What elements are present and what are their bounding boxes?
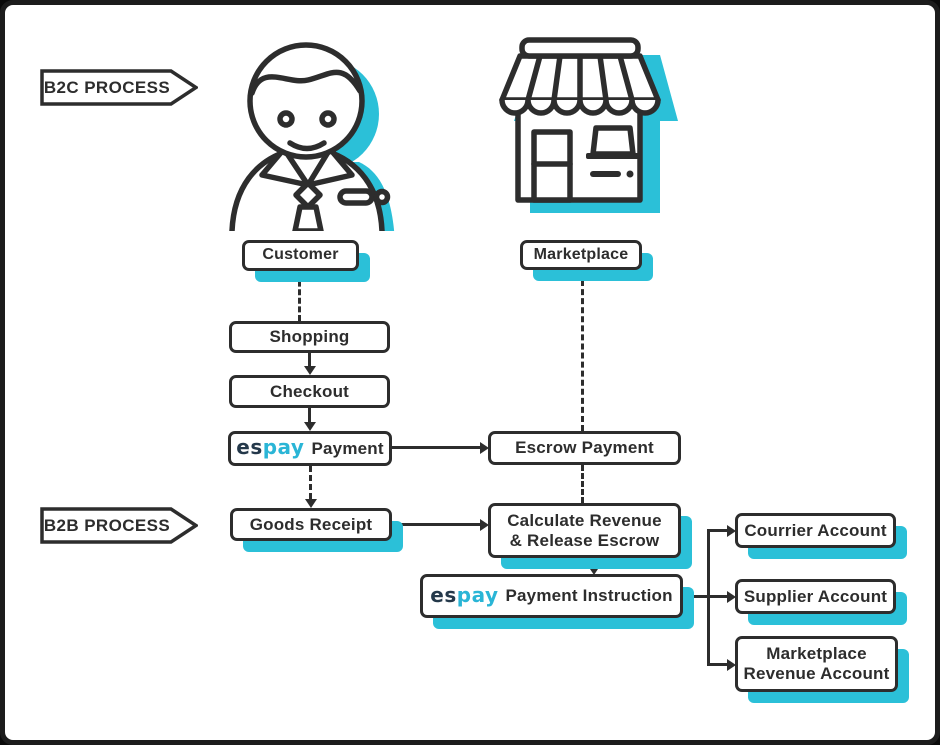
escrow-payment-label: Escrow Payment <box>515 438 654 458</box>
escrow-payment-node: Escrow Payment <box>488 431 681 465</box>
storefront-icon <box>499 37 678 213</box>
courrier-account-node: Courrier Account <box>735 513 896 548</box>
payment-instruction-label: Payment Instruction <box>505 586 673 606</box>
customer-node: Customer <box>242 240 359 271</box>
connector-calculate-instruction <box>592 558 595 566</box>
connector-espay-goods <box>309 466 312 499</box>
arrowhead-down-icon <box>305 499 317 508</box>
arrowhead-down-icon <box>588 566 600 575</box>
courrier-account-label: Courrier Account <box>744 520 887 540</box>
checkout-label: Checkout <box>269 381 350 401</box>
supplier-account-node: Supplier Account <box>735 579 896 614</box>
calculate-revenue-line1: Calculate Revenue <box>507 510 662 530</box>
shopping-label: Shopping <box>269 327 350 347</box>
arrowhead-right-icon <box>727 525 736 537</box>
connector-goods-calculate <box>392 523 480 526</box>
b2c-process-label: B2C PROCESS <box>40 69 198 106</box>
calculate-revenue-node: Calculate Revenue & Release Escrow <box>488 503 681 558</box>
supplier-account-label: Supplier Account <box>743 586 888 606</box>
customer-label: Customer <box>262 246 339 264</box>
b2b-process-text: B2B PROCESS <box>43 515 171 535</box>
connector-branch-vertical <box>707 529 710 665</box>
marketplace-label: Marketplace <box>533 245 629 263</box>
shopping-node: Shopping <box>229 321 390 353</box>
arrowhead-right-icon <box>480 442 489 454</box>
goods-receipt-node: Goods Receipt <box>230 508 392 541</box>
goods-receipt-label: Goods Receipt <box>249 514 373 534</box>
espay-payment-label: Payment <box>311 438 384 458</box>
arrowhead-right-icon <box>480 519 489 531</box>
connector-branch-courrier <box>707 529 727 532</box>
connector-instruction-supplier <box>683 595 727 598</box>
calculate-revenue-line2: & Release Escrow <box>509 530 660 550</box>
pentagon-arrow-shape <box>40 69 198 106</box>
marketplace-revenue-line1: Marketplace <box>766 644 867 664</box>
connector-marketplace-escrow <box>581 271 584 431</box>
b2c-process-text: B2C PROCESS <box>43 77 171 97</box>
person-avatar-icon <box>229 42 395 231</box>
marketplace-node: Marketplace <box>520 240 642 270</box>
checkout-node: Checkout <box>229 375 390 408</box>
arrowhead-right-icon <box>727 659 736 671</box>
marketplace-revenue-line2: Revenue Account <box>743 664 890 683</box>
connector-shopping-checkout <box>308 353 311 367</box>
connector-espay-escrow <box>392 446 480 449</box>
connector-escrow-calculate <box>581 465 584 503</box>
arrowhead-down-icon <box>304 366 316 375</box>
marketplace-revenue-account-node: Marketplace Revenue Account <box>735 636 898 692</box>
b2b-process-label: B2B PROCESS <box>40 507 198 544</box>
connector-branch-marketplace-revenue <box>707 663 727 666</box>
connector-checkout-espay <box>308 408 311 423</box>
arrowhead-down-icon <box>304 422 316 431</box>
arrowhead-right-icon <box>727 591 736 603</box>
connector-customer-shopping <box>298 272 301 321</box>
pentagon-arrow-shape <box>40 507 198 544</box>
